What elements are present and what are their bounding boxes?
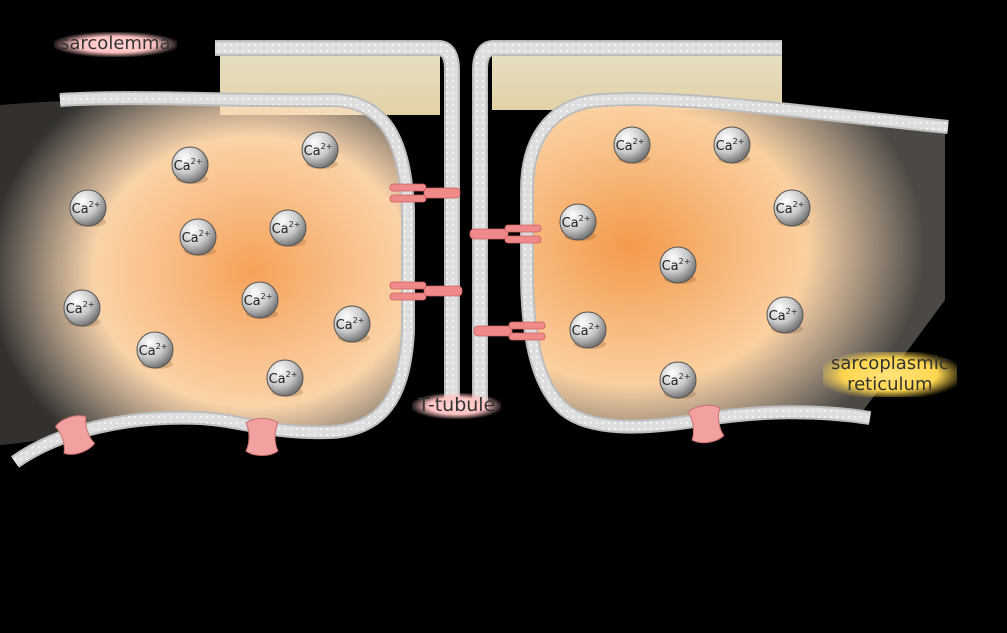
sr-label-line-2: reticulum: [831, 375, 949, 396]
calcium-ion-icon: Ca2+: [270, 210, 306, 247]
calcium-ion-icon: Ca2+: [64, 290, 100, 327]
calcium-ion-icon: Ca2+: [70, 190, 106, 227]
calcium-ion-icon: Ca2+: [714, 127, 750, 164]
calcium-ion-icon: Ca2+: [774, 190, 810, 227]
calcium-ion-icon: Ca2+: [302, 132, 338, 169]
calcium-ion-icon: Ca2+: [267, 360, 303, 397]
serca-pump-icon: [688, 403, 725, 444]
sr-label-line-1: sarcoplasmic: [831, 354, 949, 375]
sr-left-lumen: [0, 99, 408, 445]
calcium-ion-icon: Ca2+: [570, 312, 606, 349]
calcium-ion-icon: Ca2+: [767, 297, 803, 334]
calcium-ion-icon: Ca2+: [660, 362, 696, 399]
calcium-ion-icon: Ca2+: [560, 204, 596, 241]
calcium-ion-icon: Ca2+: [242, 282, 278, 319]
sarcolemma-label: sarcolemma: [54, 32, 177, 57]
calcium-ion-icon: Ca2+: [660, 247, 696, 284]
serca-pump-icon: [246, 419, 278, 456]
calcium-ion-icon: Ca2+: [180, 219, 216, 256]
calcium-ion-icon: Ca2+: [137, 332, 173, 369]
calcium-ion-icon: Ca2+: [614, 127, 650, 164]
calcium-ion-icon: Ca2+: [334, 306, 370, 343]
sarcoplasmic-reticulum-label: sarcoplasmic reticulum: [823, 352, 957, 397]
calcium-ion-icon: Ca2+: [172, 147, 208, 184]
t-tubule-label: T-tubule: [412, 393, 501, 419]
